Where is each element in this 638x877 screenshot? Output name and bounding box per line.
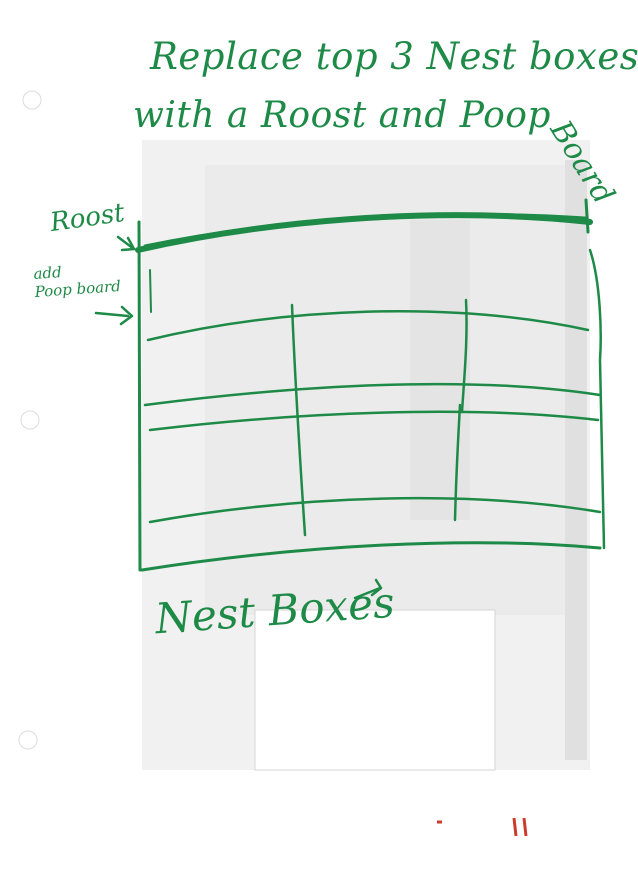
right-upright-top [584, 198, 590, 234]
poop-board-arrow [94, 311, 130, 318]
left-upright-inner [149, 269, 152, 313]
scan-strip [410, 220, 470, 520]
divider-right-upper [460, 298, 468, 414]
scan-block [205, 165, 585, 615]
roost-arrow [116, 235, 136, 251]
title-line-2: with a Roost and Poop [133, 95, 551, 136]
scan-box [254, 609, 496, 771]
top-shelf [146, 310, 590, 342]
lower-shelf [148, 496, 602, 524]
middle-shelf-lower [148, 410, 600, 432]
roost-bar [135, 212, 593, 253]
binder-hole-top [22, 90, 42, 110]
scan-column [565, 160, 587, 760]
middle-shelf-upper [143, 382, 602, 407]
roost-arrow-head [120, 236, 136, 252]
roost-bar-stroke [143, 212, 587, 248]
stray-mark [512, 817, 518, 837]
left-upright [137, 220, 142, 572]
divider-left [290, 303, 307, 537]
title-line-1: Replace top 3 Nest boxes [150, 35, 638, 78]
binder-hole-middle [20, 410, 40, 430]
poop-board-arrow-head [119, 305, 134, 326]
binder-hole-bottom [18, 730, 38, 750]
divider-right-lower [453, 403, 462, 522]
stray-mark [522, 817, 528, 837]
bottom-shelf [140, 541, 602, 572]
right-upright [588, 248, 606, 550]
nest-boxes-arrow-head [370, 578, 383, 597]
nest-boxes-arrow [353, 586, 382, 600]
